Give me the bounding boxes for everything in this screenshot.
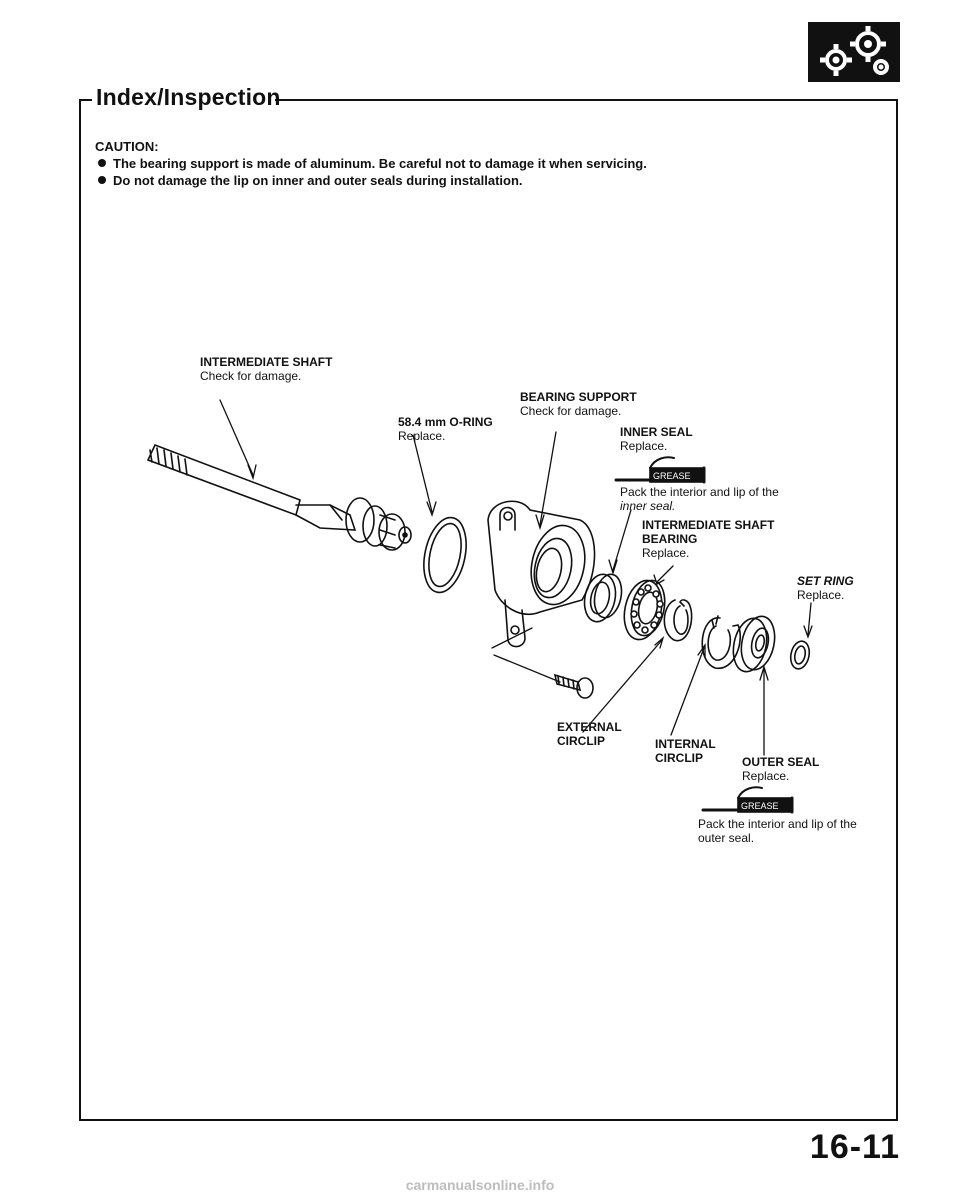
- caution-item: Do not damage the lip on inner and outer…: [95, 172, 647, 189]
- intermediate-shaft: [146, 443, 412, 551]
- grease-badge-text: GREASE: [653, 471, 691, 481]
- grease-icon: [701, 786, 794, 814]
- label-o-ring: 58.4 mm O-RING Replace.: [398, 415, 493, 443]
- note-outer-seal: Pack the interior and lip of the outer s…: [698, 817, 857, 845]
- gears-icon: [808, 22, 900, 82]
- label-internal-circlip: INTERNAL CIRCLIP: [655, 737, 716, 765]
- bearing-support: [487, 500, 596, 648]
- grease-icon: [614, 456, 706, 484]
- bolt: [553, 673, 594, 699]
- outer-seal: [732, 615, 776, 673]
- intermediate-shaft-bearing: [623, 579, 666, 641]
- label-outer-seal: OUTER SEAL Replace.: [742, 755, 820, 783]
- label-external-circlip: EXTERNAL CIRCLIP: [557, 720, 622, 748]
- label-intermediate-shaft: INTERMEDIATE SHAFT Check for damage.: [200, 355, 333, 383]
- internal-circlip: [701, 615, 742, 669]
- inner-seal: [583, 573, 623, 623]
- label-bearing-support: BEARING SUPPORT Check for damage.: [520, 390, 637, 418]
- external-circlip: [663, 599, 693, 642]
- label-inner-seal: INNER SEAL Replace.: [620, 425, 693, 453]
- leader-lines: [219, 399, 813, 756]
- note-inner-seal: Pack the interior and lip of the inner s…: [620, 485, 779, 513]
- page-number: 16-11: [809, 1128, 900, 1166]
- label-set-ring: SET RING Replace.: [797, 574, 854, 602]
- section-title: Index/Inspection: [96, 84, 281, 110]
- caution-heading: CAUTION:: [95, 139, 159, 154]
- watermark: carmanualsonline.info: [405, 1177, 555, 1193]
- o-ring: [423, 516, 467, 594]
- caution-block: CAUTION: The bearing support is made of …: [95, 138, 647, 189]
- grease-badge-text: GREASE: [741, 801, 779, 811]
- caution-item: The bearing support is made of aluminum.…: [95, 155, 647, 172]
- label-intermediate-shaft-bearing: INTERMEDIATE SHAFT BEARING Replace.: [642, 518, 775, 560]
- set-ring: [789, 640, 811, 670]
